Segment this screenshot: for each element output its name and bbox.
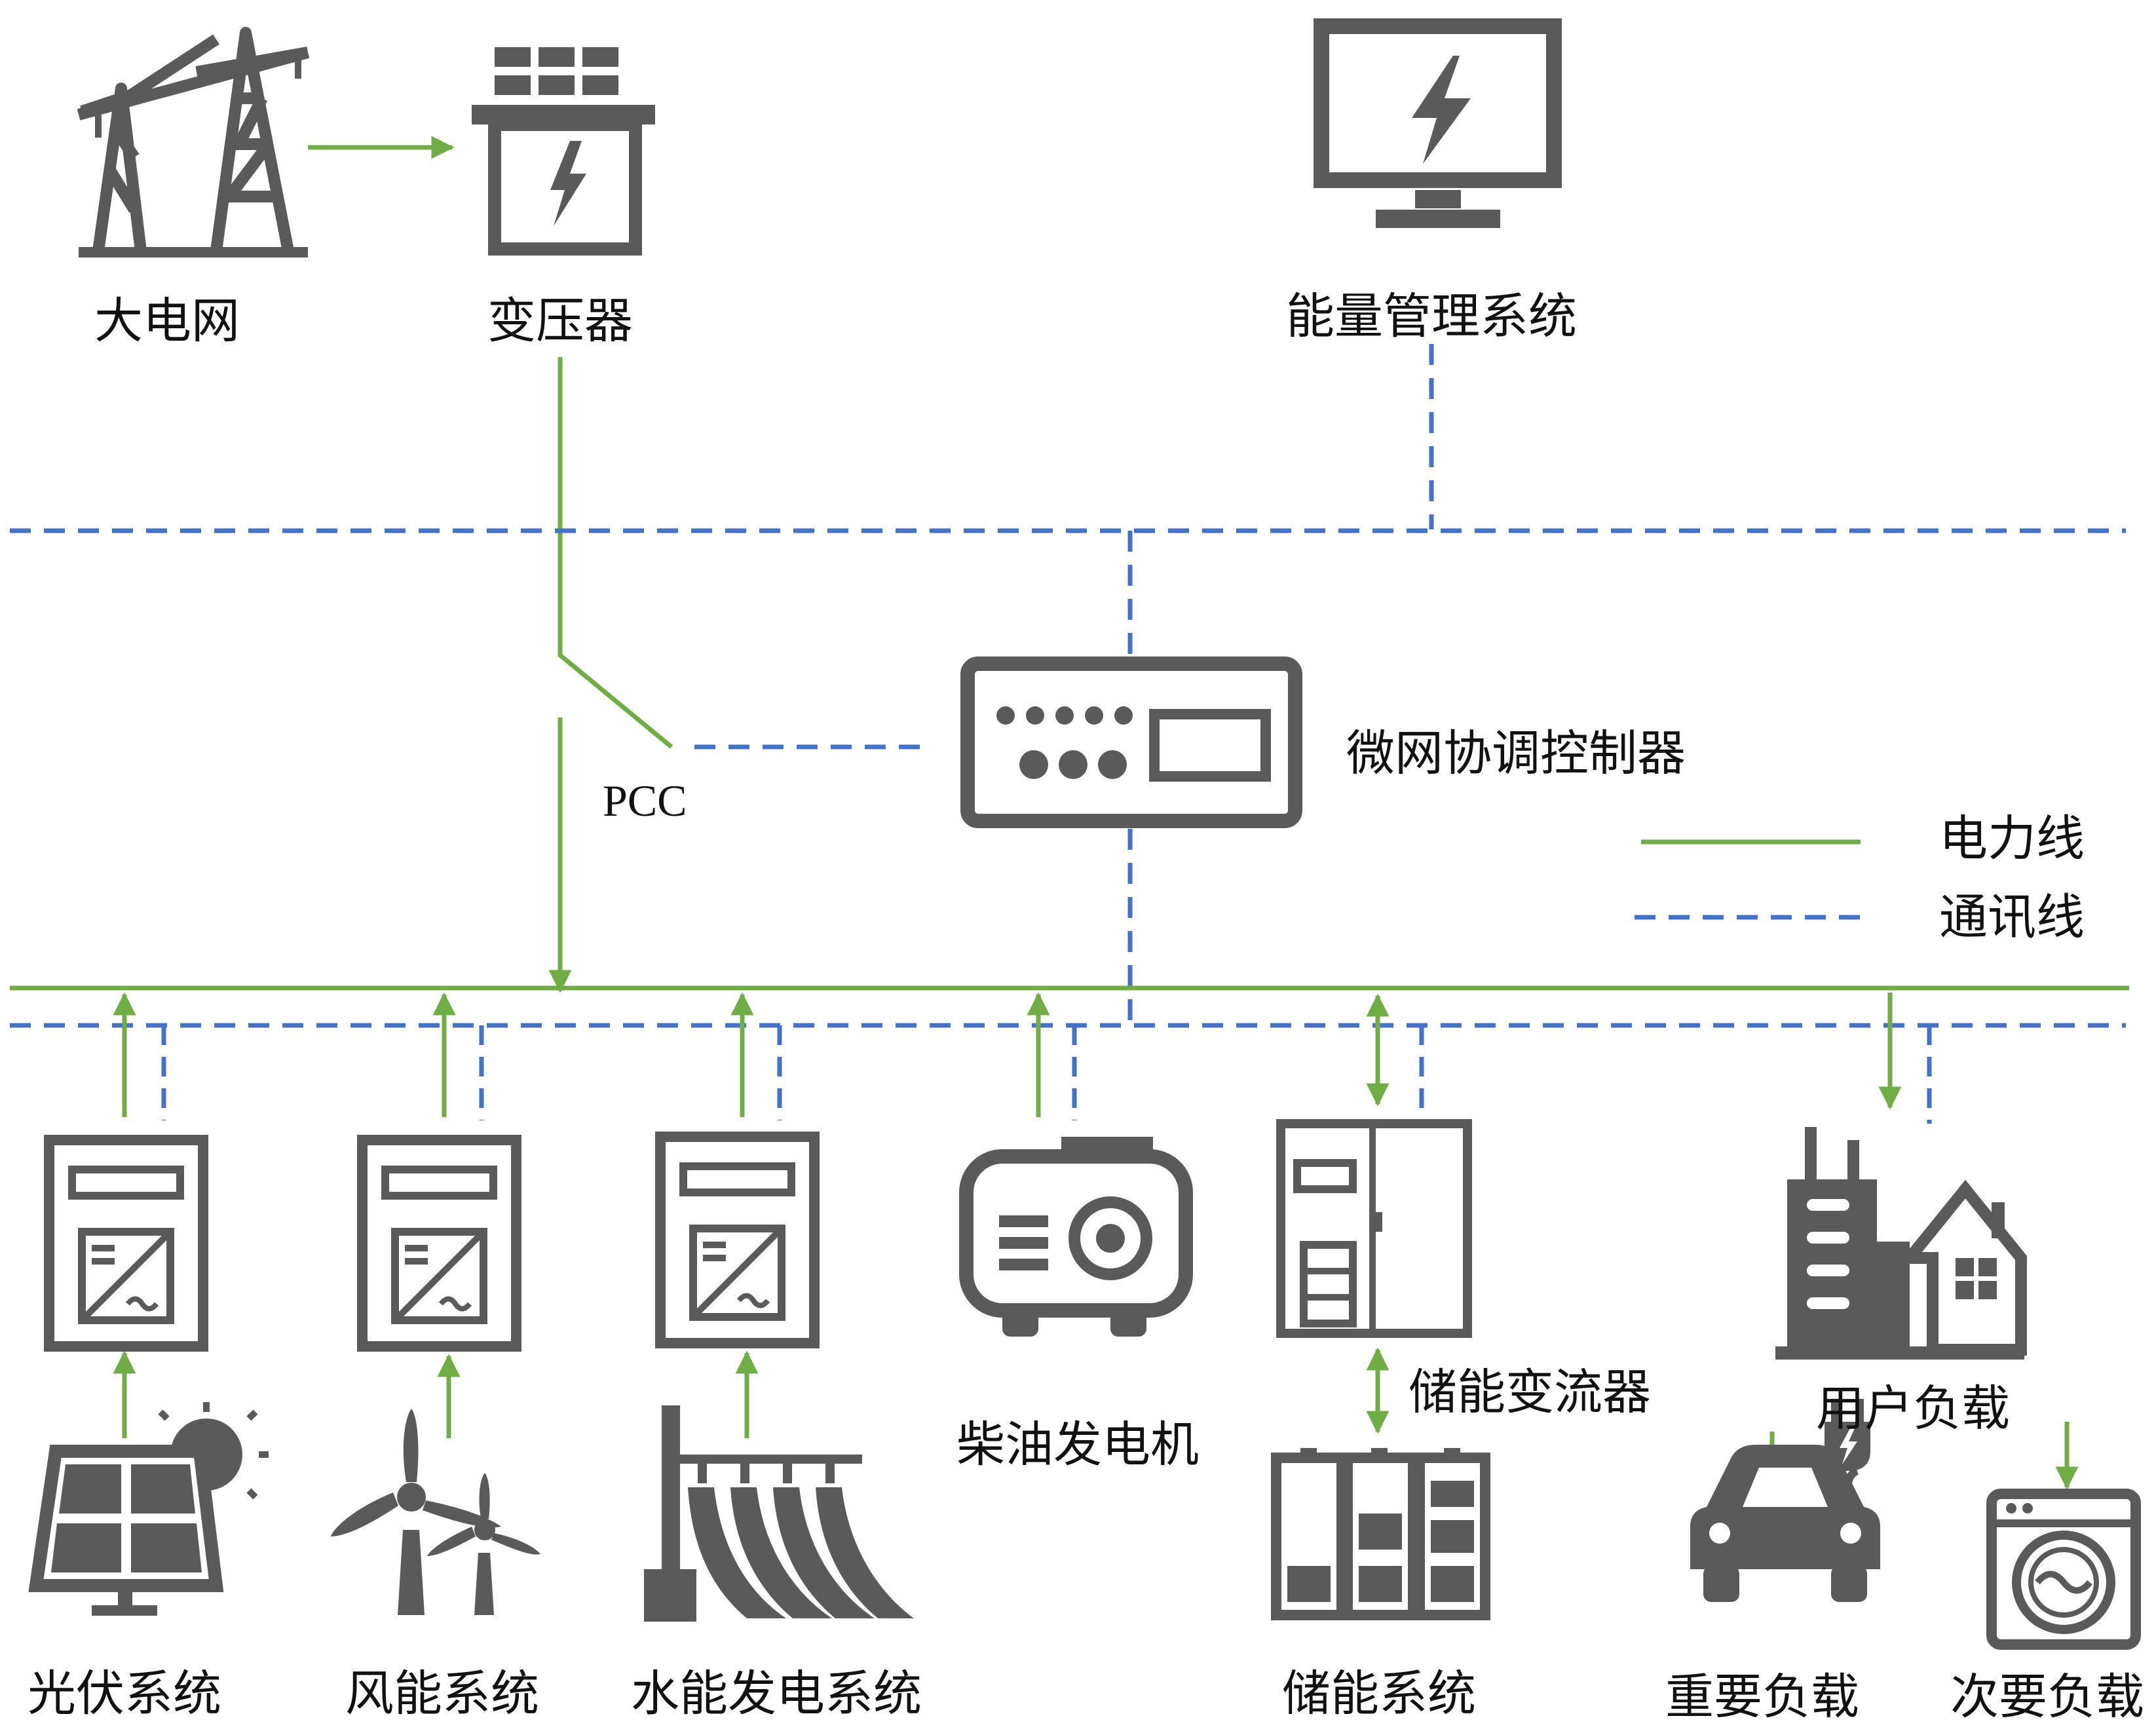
inverter-icon	[357, 1135, 521, 1352]
transformer-label: 变压器	[487, 293, 633, 349]
user-load-label: 用户负载	[1816, 1381, 2010, 1437]
transformer-icon	[472, 47, 655, 256]
hydro-dam-icon	[644, 1405, 914, 1622]
grid-label: 大电网	[94, 293, 240, 349]
wind-turbine-icon	[331, 1409, 540, 1615]
battery-bank-icon	[1271, 1448, 1490, 1620]
controller-panel-icon	[960, 657, 1302, 828]
wind-label: 风能系统	[345, 1666, 539, 1722]
diesel-label: 柴油发电机	[956, 1417, 1199, 1473]
legend: 电力线 通讯线	[1635, 810, 2085, 945]
power-tower-icon	[77, 27, 310, 257]
inverter-icon	[44, 1135, 208, 1352]
pcc-label: PCC	[603, 776, 687, 826]
pcs-label: 储能变流器	[1409, 1364, 1651, 1420]
legend-power-label: 电力线	[1939, 810, 2085, 867]
secondary-load-label: 次要负载	[1950, 1669, 2144, 1725]
cabinet-icon	[1276, 1119, 1472, 1338]
inverter-icon	[655, 1132, 820, 1348]
important-load-label: 重要负载	[1665, 1669, 1859, 1725]
pv-label: 光伏系统	[28, 1666, 221, 1722]
washing-machine-icon	[1986, 1489, 2141, 1650]
storage-label: 储能系统	[1282, 1666, 1476, 1722]
solar-panel-sun-icon	[28, 1402, 269, 1616]
monitor-lightning-icon	[1314, 18, 1562, 228]
city-house-icon	[1775, 1127, 2027, 1360]
generator-icon	[959, 1137, 1193, 1337]
legend-comm-label: 通讯线	[1939, 889, 2085, 945]
hydro-label: 水能发电系统	[631, 1666, 922, 1722]
electric-car-icon	[1690, 1399, 1880, 1602]
transformer-power-line	[558, 357, 673, 749]
ems-label: 能量管理系统	[1286, 288, 1577, 345]
connection-lines	[10, 136, 2129, 1496]
controller-label: 微网协调控制器	[1346, 725, 1686, 782]
